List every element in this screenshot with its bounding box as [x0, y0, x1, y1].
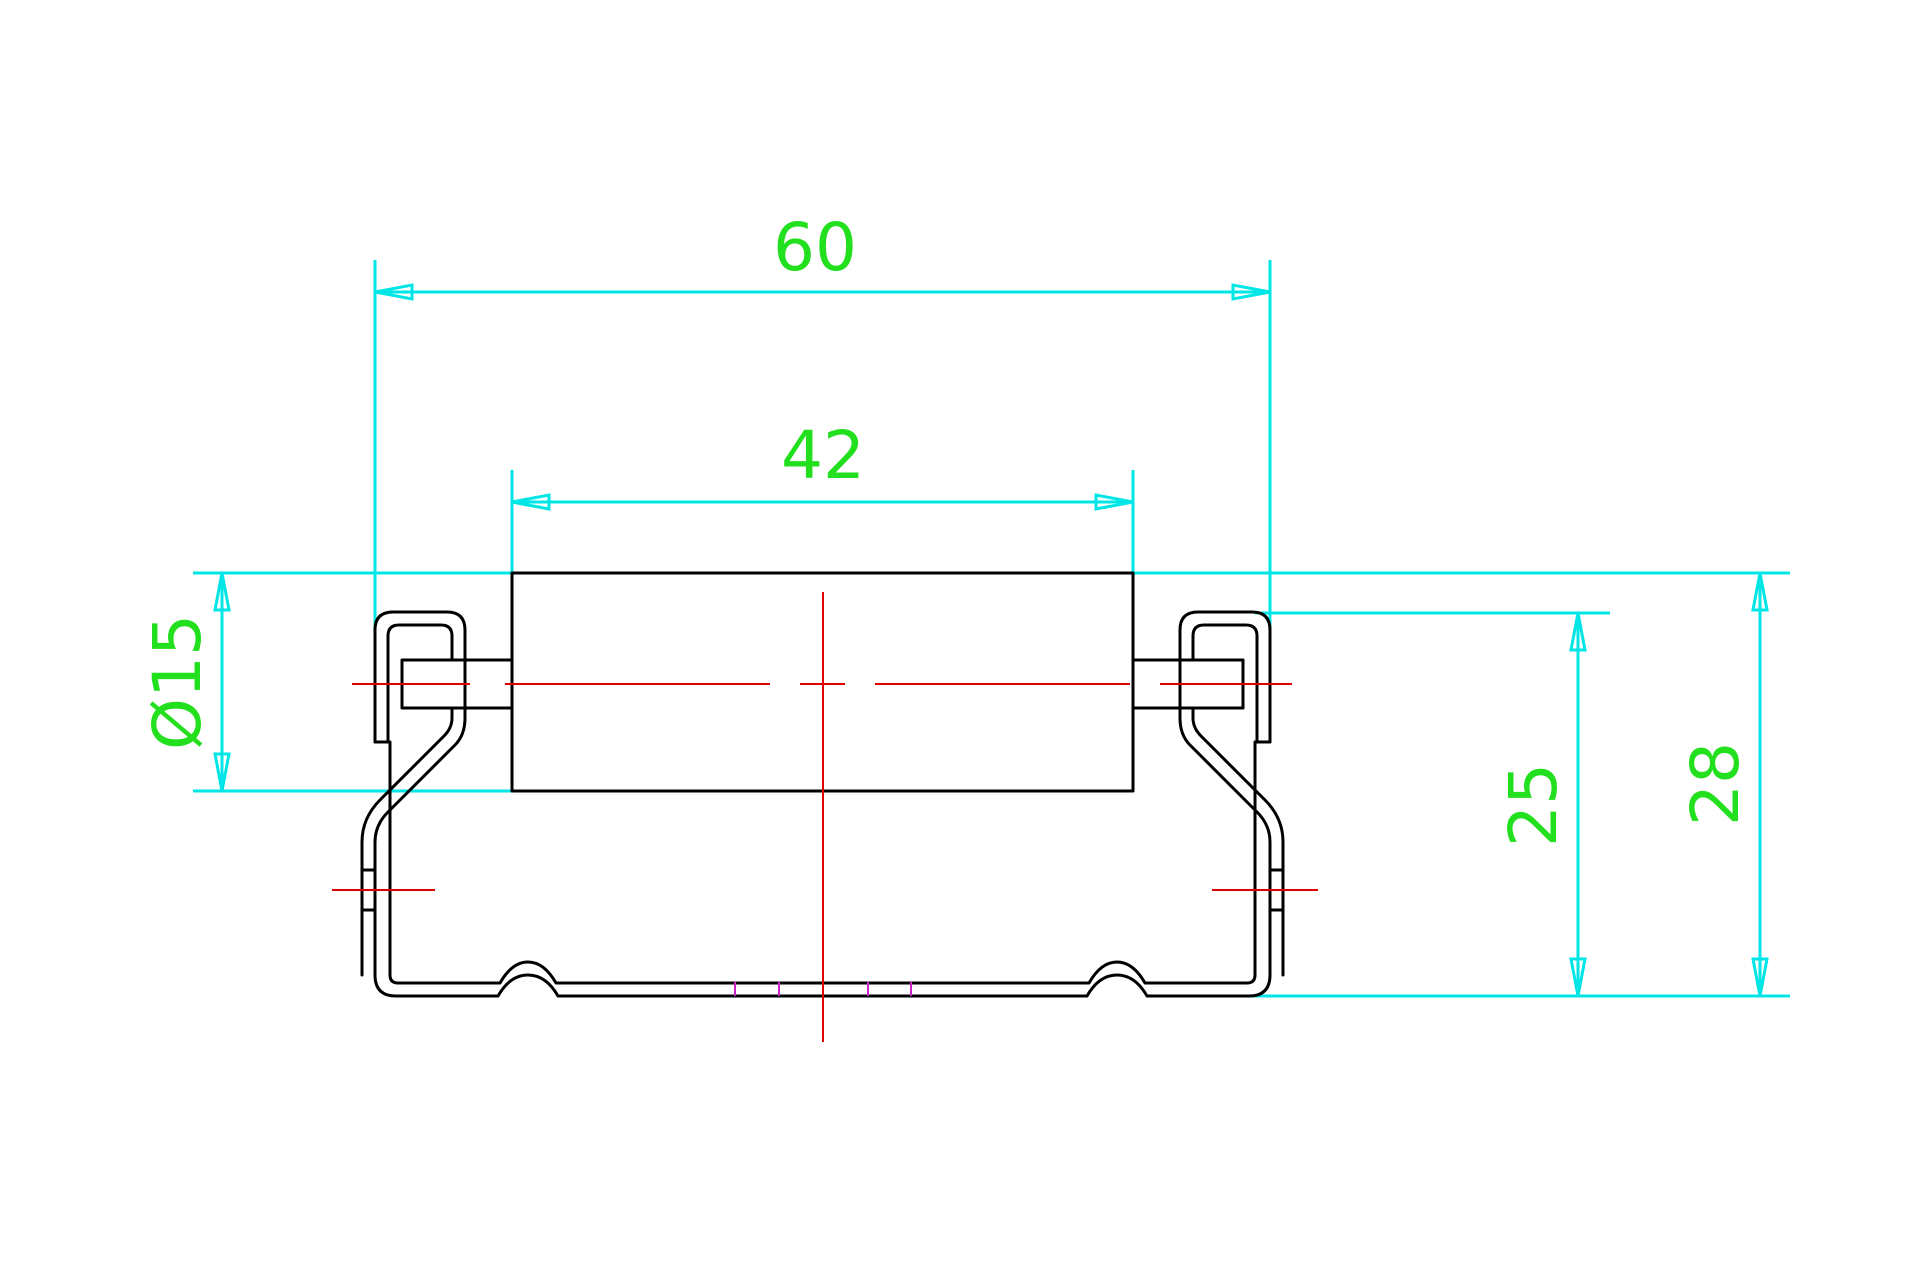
arrow-down-icon	[1751, 957, 1769, 997]
base-tick-marks	[734, 982, 912, 996]
arrow-down-icon	[213, 752, 231, 792]
dimension-label-d15: Ø15	[139, 614, 216, 750]
arrow-up-icon	[213, 572, 231, 612]
dimension-roller-length: 42	[510, 417, 1135, 575]
dimension-total-height: 28	[1677, 572, 1769, 997]
dimension-label-28: 28	[1677, 742, 1754, 826]
arrow-left-icon	[511, 493, 551, 511]
arrow-up-icon	[1569, 612, 1587, 652]
center-lines	[332, 592, 1318, 1042]
arrow-left-icon	[374, 283, 414, 301]
arrow-right-icon	[1231, 283, 1271, 301]
dimension-bracket-height: 25	[1495, 612, 1587, 997]
arrow-down-icon	[1569, 957, 1587, 997]
arrow-right-icon	[1094, 493, 1134, 511]
dimension-label-25: 25	[1495, 763, 1572, 847]
dimension-label-60: 60	[773, 209, 857, 286]
dimension-label-42: 42	[781, 417, 865, 494]
arrow-up-icon	[1751, 572, 1769, 612]
dimension-outer-width: 60	[373, 209, 1272, 640]
dimension-roller-diameter: Ø15	[139, 572, 231, 792]
